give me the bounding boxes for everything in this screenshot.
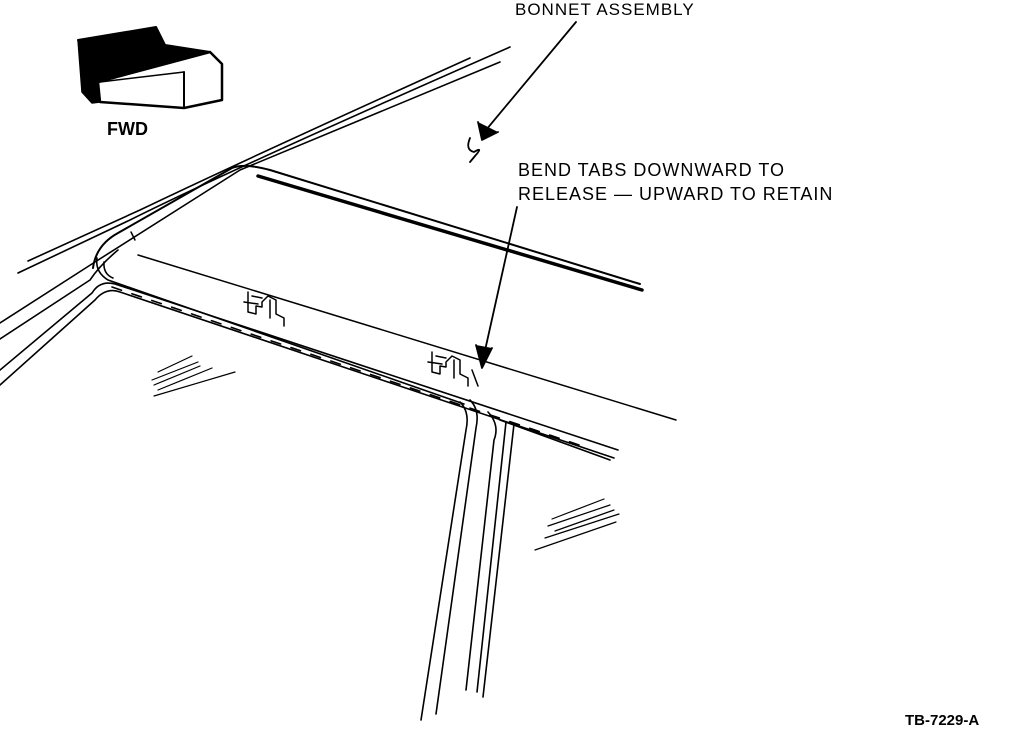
leader-bend-tabs bbox=[475, 206, 518, 369]
label-bend-tabs-line2: RELEASE — UPWARD TO RETAIN bbox=[518, 184, 834, 204]
label-bend-tabs-line1: BEND TABS DOWNWARD TO bbox=[518, 160, 786, 180]
leader-bonnet bbox=[467, 21, 577, 163]
label-bonnet-assembly: BONNET ASSEMBLY bbox=[515, 0, 695, 19]
window-pillar bbox=[420, 399, 515, 721]
bonnet-panel bbox=[92, 164, 677, 421]
glass-hatching-left bbox=[151, 355, 236, 397]
frame-horizontal bbox=[0, 257, 619, 461]
arrow-forward-icon bbox=[77, 26, 224, 110]
retaining-tab bbox=[243, 291, 285, 327]
retaining-tab bbox=[427, 351, 479, 387]
roof-edge-lines bbox=[0, 46, 511, 340]
figure-id: TB-7229-A bbox=[905, 712, 980, 729]
glass-hatching-right bbox=[534, 498, 620, 551]
label-fwd: FWD bbox=[107, 119, 148, 139]
retaining-strip bbox=[111, 286, 586, 448]
